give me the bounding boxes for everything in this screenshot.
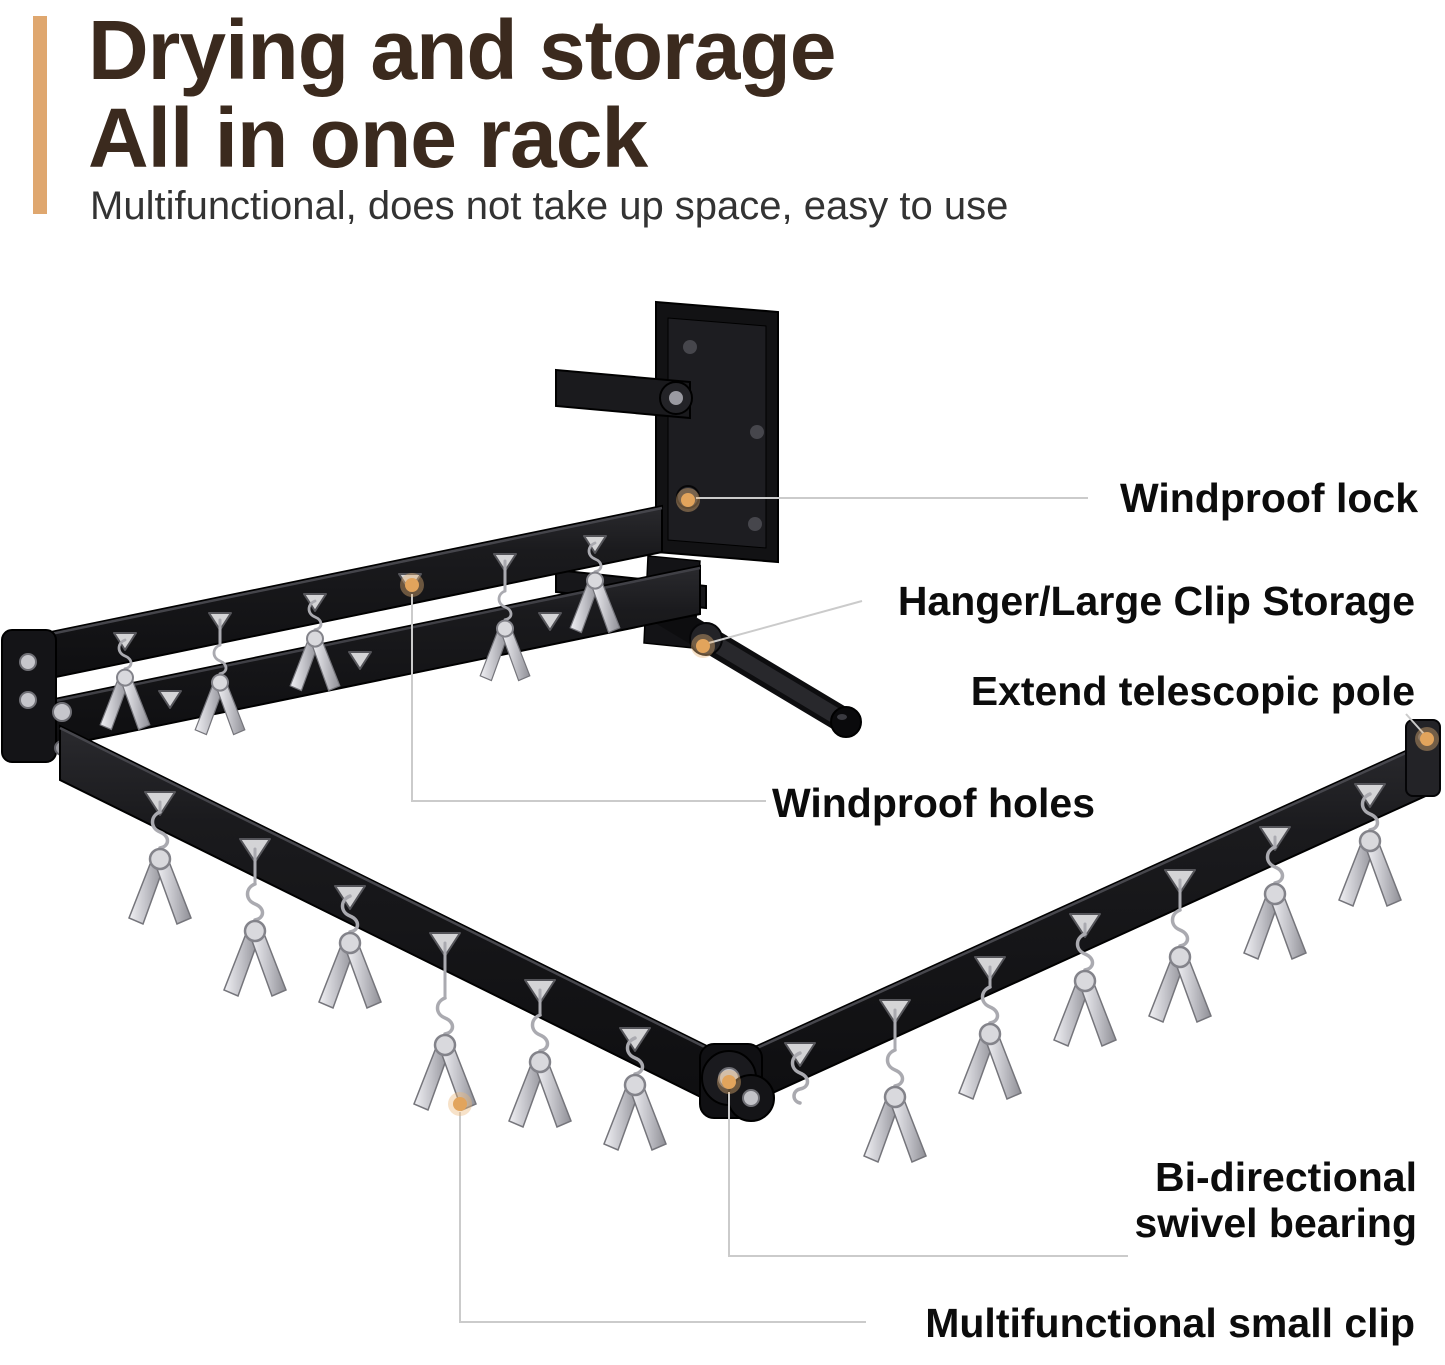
anchor-dots [400, 488, 1439, 1116]
anchor-dot-telescopic-pole [1415, 727, 1439, 751]
callout-label-extend-telescopic-pole: Extend telescopic pole [970, 668, 1415, 714]
title-line-1: Drying and storage [88, 3, 836, 97]
callout-label-windproof-holes: Windproof holes [772, 780, 1096, 826]
anchor-dot-hanger-storage [691, 634, 715, 658]
anchor-dot-small-clip [448, 1092, 472, 1116]
callout-label-bi-directional-swivel-bearing: Bi-directional swivel bearing [1134, 1154, 1417, 1246]
anchor-dot-windproof-holes [400, 573, 424, 597]
callout-label-windproof-lock: Windproof lock [1120, 475, 1418, 521]
anchor-dot-swivel-bearing [717, 1070, 741, 1094]
anchor-dot-windproof-lock [676, 488, 700, 512]
title-line-2: All in one rack [88, 91, 648, 186]
callout-label-multifunctional-small-clip: Multifunctional small clip [925, 1300, 1415, 1346]
subtitle: Multifunctional, does not take up space,… [90, 184, 1009, 228]
leader-lines [411, 497, 1426, 1323]
callout-label-hanger-large-clip-storage: Hanger/Large Clip Storage [897, 578, 1415, 624]
swivel-arm [555, 368, 693, 420]
title-accent-bar [33, 16, 47, 214]
clips [98, 541, 1403, 1164]
